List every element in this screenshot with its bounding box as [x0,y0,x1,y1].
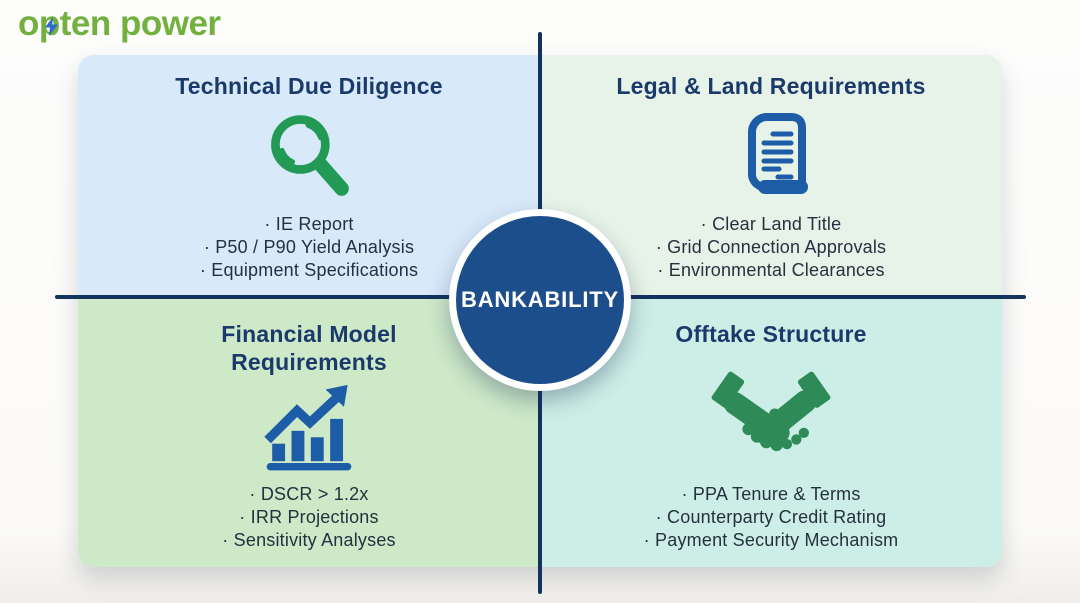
bullet-item: PPA Tenure & Terms [681,483,860,505]
bullet-list: PPA Tenure & TermsCounterparty Credit Ra… [644,483,899,551]
bullet-item: Equipment Specifications [200,259,418,281]
bullet-item: Environmental Clearances [657,259,885,281]
bullet-item: Grid Connection Approvals [656,236,887,258]
quadrant-technical-due-diligence: Technical Due Diligence IE ReportP50 / P… [78,55,540,297]
quadrant-title: Technical Due Diligence [175,73,443,99]
scroll-icon [721,101,821,213]
bullet-item: P50 / P90 Yield Analysis [204,236,414,258]
logo: opten power [18,4,221,44]
growth-chart-icon [257,376,361,482]
quadrant-title: Offtake Structure [675,321,867,347]
lightning-bolt-icon [45,17,58,36]
bankability-center-circle: BANKABILITY [449,209,631,391]
quadrant-title: Legal & Land Requirements [616,73,926,99]
bullet-list: DSCR > 1.2xIRR ProjectionsSensitivity An… [222,483,396,551]
bullet-list: Clear Land TitleGrid Connection Approval… [656,213,887,281]
bullet-item: DSCR > 1.2x [249,483,369,505]
quadrant-financial-model-requirements: Financial Model Requirements DSCR > 1.2x… [78,297,540,567]
bullet-item: IRR Projections [239,506,379,528]
bullet-item: Counterparty Credit Rating [656,506,887,528]
magnifier-icon [261,101,357,213]
quadrant-title: Financial Model Requirements [221,321,397,375]
bullet-list: IE ReportP50 / P90 Yield AnalysisEquipme… [200,213,418,281]
bullet-item: IE Report [264,213,354,235]
bullet-item: Payment Security Mechanism [644,529,899,551]
bankability-label: BANKABILITY [461,287,619,312]
bullet-item: Clear Land Title [701,213,842,235]
handshake-icon [696,349,846,483]
bullet-item: Sensitivity Analyses [222,529,396,551]
quadrant-legal-land-requirements: Legal & Land Requirements [540,55,1002,297]
